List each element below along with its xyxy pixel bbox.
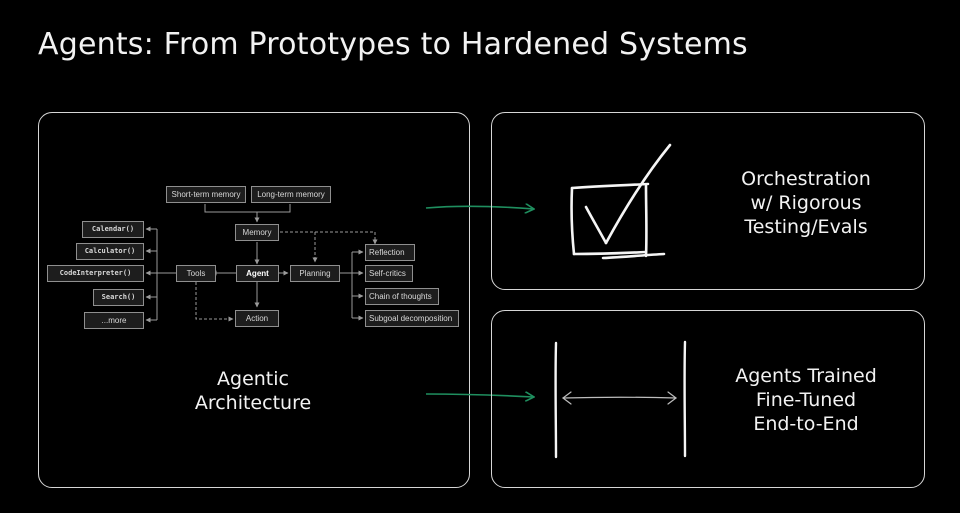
agentic-architecture-caption: Agentic Architecture xyxy=(148,367,358,415)
caption-line: Agents Trained xyxy=(735,365,877,387)
caption-line: Testing/Evals xyxy=(744,216,868,238)
double-headed-width-arrow-icon xyxy=(554,340,687,459)
planning-self-critics-node: Self-critics xyxy=(365,265,413,282)
planning-node: Planning xyxy=(290,265,340,282)
caption-line: End-to-End xyxy=(753,413,859,435)
action-node: Action xyxy=(235,310,279,327)
caption-line: w/ Rigorous xyxy=(750,192,862,214)
hand-drawn-checkbox-icon xyxy=(570,143,672,260)
tool-code-interpreter-node: CodeInterpreter() xyxy=(47,265,144,282)
agents-trained-panel xyxy=(491,310,925,488)
green-arrow-top xyxy=(425,206,534,209)
short-term-memory-node: Short-term memory xyxy=(166,186,246,203)
orchestration-caption: Orchestration w/ Rigorous Testing/Evals xyxy=(706,167,906,239)
caption-line: Orchestration xyxy=(741,168,871,190)
caption-line: Agentic xyxy=(217,368,289,390)
orchestration-panel xyxy=(491,112,925,290)
long-term-memory-node: Long-term memory xyxy=(251,186,331,203)
tool-more-node: ...more xyxy=(84,312,144,329)
planning-reflection-node: Reflection xyxy=(365,244,415,261)
tools-node: Tools xyxy=(176,265,216,282)
slide-title: Agents: From Prototypes to Hardened Syst… xyxy=(38,27,748,62)
planning-subgoal-decomposition-node: Subgoal decomposition xyxy=(365,310,459,327)
agentic-architecture-panel xyxy=(38,112,470,488)
tool-search-node: Search() xyxy=(93,289,144,306)
tool-calendar-node: Calendar() xyxy=(82,221,144,238)
agent-node: Agent xyxy=(236,265,279,282)
memory-node: Memory xyxy=(235,224,279,241)
tool-calculator-node: Calculator() xyxy=(76,243,144,260)
caption-line: Fine-Tuned xyxy=(755,389,857,411)
caption-line: Architecture xyxy=(194,392,312,414)
green-arrow-bottom xyxy=(425,394,534,397)
agents-trained-caption: Agents Trained Fine-Tuned End-to-End xyxy=(706,364,906,436)
planning-chain-of-thoughts-node: Chain of thoughts xyxy=(365,288,439,305)
